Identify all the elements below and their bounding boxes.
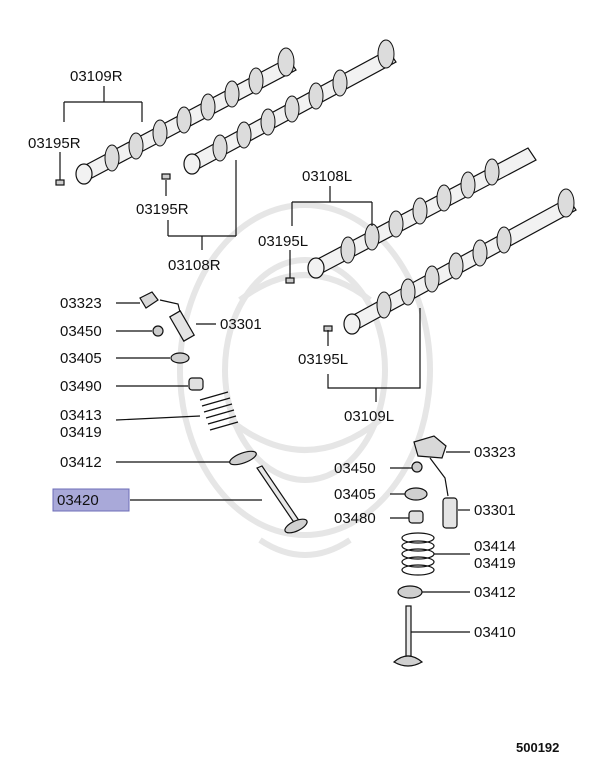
dowel-pin-03195R-b[interactable] (161, 173, 171, 180)
callout-03480-right[interactable]: 03480 (334, 510, 376, 527)
callout-03410-right[interactable]: 03410 (474, 624, 516, 641)
dowel-pin-03195R-a[interactable] (55, 179, 65, 186)
valve-03420[interactable] (256, 465, 309, 536)
bracket-03109L (327, 308, 421, 402)
pivot-cap-right[interactable] (411, 461, 423, 473)
callout-03109L[interactable]: 03109L (344, 408, 394, 425)
callout-03301-right[interactable]: 03301 (474, 502, 516, 519)
callout-03405-left[interactable]: 03405 (60, 350, 102, 367)
valve-spring-right[interactable] (401, 532, 435, 576)
rocker-link-line-left (159, 299, 181, 313)
rocker-arm-right[interactable] (413, 435, 447, 459)
callout-03419-left[interactable]: 03419 (60, 424, 102, 441)
callout-03195L-b[interactable]: 03195L (298, 351, 348, 368)
callout-03108R[interactable]: 03108R (168, 257, 221, 274)
callout-03195R-a[interactable]: 03195R (28, 135, 81, 152)
watermark-emblem (177, 202, 433, 558)
lash-adjuster-left[interactable] (168, 310, 196, 342)
spring-seat-left[interactable] (228, 449, 258, 468)
spring-seat-right[interactable] (397, 585, 423, 599)
callout-03419-right[interactable]: 03419 (474, 555, 516, 572)
callout-03450-left[interactable]: 03450 (60, 323, 102, 340)
stem-seal-right[interactable] (408, 510, 424, 524)
diagram-id: 500192 (516, 740, 559, 755)
callout-03412-right[interactable]: 03412 (474, 584, 516, 601)
callout-03490-left[interactable]: 03490 (60, 378, 102, 395)
callout-03109R[interactable]: 03109R (70, 68, 123, 85)
callout-03414-right[interactable]: 03414 (474, 538, 516, 555)
camshaft-03109L[interactable] (343, 188, 577, 335)
rocker-arm-left[interactable] (139, 291, 159, 309)
dowel-pin-03195L-a[interactable] (285, 277, 295, 284)
lash-adjuster-right[interactable] (442, 497, 458, 529)
callout-03301-left[interactable]: 03301 (220, 316, 262, 333)
callout-03450-right[interactable]: 03450 (334, 460, 376, 477)
rocker-link-line-right (429, 457, 449, 497)
bracket-03108R (167, 160, 237, 250)
callout-03405-right[interactable]: 03405 (334, 486, 376, 503)
callout-03108L[interactable]: 03108L (302, 168, 352, 185)
valve-spring-left[interactable] (199, 391, 239, 431)
leader-03413-left (115, 415, 201, 421)
retainer-right[interactable] (404, 487, 428, 501)
callout-03420[interactable]: 03420 (57, 492, 99, 509)
callout-03323-right[interactable]: 03323 (474, 444, 516, 461)
pivot-cap-left[interactable] (152, 325, 164, 337)
camshaft-03108R[interactable] (183, 39, 397, 175)
stem-seal-left[interactable] (188, 377, 204, 391)
callout-03323-left[interactable]: 03323 (60, 295, 102, 312)
callout-03195L-a[interactable]: 03195L (258, 233, 308, 250)
callout-03195R-b[interactable]: 03195R (136, 201, 189, 218)
bracket-03108L (291, 186, 373, 226)
camshaft-03108L[interactable] (307, 147, 537, 279)
callout-03413-left[interactable]: 03413 (60, 407, 102, 424)
bracket-03109R (63, 86, 143, 122)
valve-03410[interactable] (392, 605, 424, 667)
camshaft-03109R[interactable] (75, 47, 297, 185)
callout-03412-left[interactable]: 03412 (60, 454, 102, 471)
retainer-left[interactable] (170, 352, 190, 364)
highlight-box (52, 488, 130, 512)
